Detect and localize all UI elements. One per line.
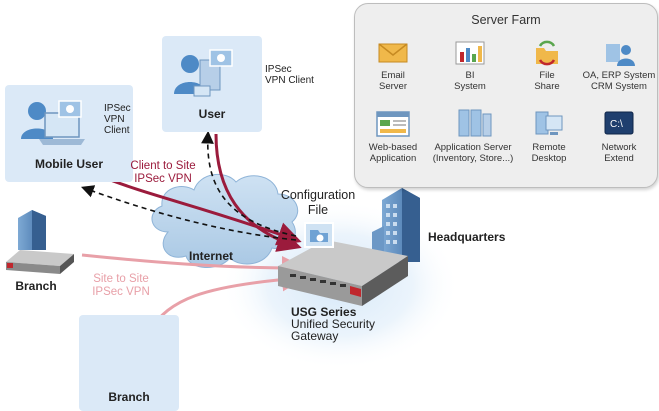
- oa-erp-label-line-2: CRM System: [591, 81, 647, 92]
- internet-cloud: [151, 174, 299, 268]
- email-label-line-1: Email: [381, 70, 405, 81]
- mobile-user-client-line-1: IPSec: [104, 103, 131, 114]
- mobile-user-card: IPSec VPN Client Mobile User: [5, 85, 133, 182]
- email-icon: [378, 43, 408, 63]
- server-farm-item-web-app: Web-based Application: [358, 110, 428, 164]
- bi-label-line-1: BI: [465, 70, 475, 81]
- server-farm-panel: Server Farm Email Server BI System File …: [354, 3, 658, 188]
- configuration-file-label: Configuration File: [268, 188, 368, 218]
- app-server-icon: [458, 109, 492, 137]
- app-server-label-line-2: (Inventory, Store...): [432, 153, 514, 164]
- mobile-user-laptop-icon: [21, 100, 85, 145]
- file-share-label-line-1: File: [539, 70, 555, 81]
- mobile-user-label: Mobile User: [34, 157, 103, 171]
- server-farm-item-file-share: File Share: [512, 40, 582, 92]
- user-desktop-icon: [174, 49, 233, 97]
- user-client-line-1: IPSec: [265, 64, 292, 75]
- site-to-site-tunnel-top: [81, 253, 306, 280]
- server-farm-item-email: Email Server: [358, 40, 428, 92]
- server-farm-item-network-extend: C:\ Network Extend: [584, 110, 654, 164]
- svg-text:C:\: C:\: [610, 119, 623, 130]
- network-extend-icon: C:\: [604, 111, 634, 135]
- app-server-label-line-1: Application Server: [434, 142, 512, 153]
- email-label-line-2: Server: [379, 81, 407, 92]
- client-to-site-tunnel-user: [214, 133, 302, 252]
- site-to-site-line-1: Site to Site: [93, 273, 149, 285]
- remote-desktop-icon: [535, 111, 563, 135]
- internet-label: Internet: [189, 249, 234, 263]
- client-to-site-line-2: IPSec VPN: [134, 173, 192, 185]
- configuration-file-icon: [304, 222, 334, 248]
- server-farm-title: Server Farm: [471, 13, 541, 27]
- branch-top-label: Branch: [15, 279, 57, 293]
- oa-erp-label-line-1: OA, ERP System: [582, 70, 656, 81]
- gateway-label-line-1: USG Series: [291, 305, 357, 319]
- user-card: IPSec VPN Client User: [162, 36, 314, 132]
- mobile-user-client-line-2: VPN Client: [104, 114, 130, 136]
- site-to-site-line-2: IPSec VPN: [92, 286, 150, 298]
- branch-top-router-icon: [6, 250, 74, 274]
- client-to-site-label: Client to Site IPSec VPN: [118, 160, 208, 186]
- client-to-site-line-1: Client to Site: [130, 160, 196, 172]
- headquarters-label: Headquarters: [428, 230, 506, 244]
- remote-desktop-label-line-1: Remote: [532, 142, 566, 153]
- web-app-label-line-2: Application: [369, 153, 417, 164]
- oa-erp-crm-icon: [606, 44, 635, 66]
- headquarters-building-icon: [372, 188, 420, 262]
- branch-bottom-card: Branch: [79, 315, 179, 411]
- config-arrow-to-mobile-user: [80, 185, 297, 241]
- gateway-label: USG Series Unified Security Gateway: [291, 306, 375, 342]
- web-app-icon: [376, 111, 410, 137]
- usg-gateway-device-icon: [278, 240, 408, 306]
- network-extend-label-line-2: Extend: [604, 153, 634, 164]
- user-label: User: [198, 107, 226, 121]
- server-farm-item-bi: BI System: [435, 40, 505, 92]
- remote-desktop-label-line-2: Desktop: [531, 153, 567, 164]
- file-share-icon: [536, 40, 558, 66]
- config-arrow-to-user: [201, 130, 297, 237]
- branch-top-building-icon: [18, 210, 46, 250]
- gateway-label-line-2: Unified Security: [291, 317, 376, 331]
- bi-chart-icon: [455, 41, 485, 65]
- server-farm-item-oa-erp-crm: OA, ERP System CRM System: [581, 40, 657, 92]
- branch-bottom-label: Branch: [108, 390, 150, 404]
- configuration-file-line-1: Configuration: [280, 188, 356, 202]
- file-share-label-line-2: Share: [534, 81, 560, 92]
- configuration-file-line-2: File: [307, 203, 329, 217]
- branch-top-card: Branch: [3, 203, 85, 298]
- site-to-site-label: Site to Site IPSec VPN: [84, 273, 158, 299]
- client-to-site-tunnel-mobile: [99, 174, 302, 246]
- mobile-user-client-label: IPSec VPN Client: [104, 103, 133, 136]
- gateway-label-line-3: Gateway: [291, 329, 339, 343]
- web-app-label-line-1: Web-based: [368, 142, 418, 153]
- bi-label-line-2: System: [454, 81, 486, 92]
- user-client-line-2: VPN Client: [265, 75, 314, 86]
- user-client-label: IPSec VPN Client: [265, 64, 314, 86]
- server-farm-item-app-server: Application Server (Inventory, Store...): [423, 108, 523, 164]
- network-extend-label-line-1: Network: [601, 142, 637, 153]
- server-farm-item-remote-desktop: Remote Desktop: [514, 110, 584, 164]
